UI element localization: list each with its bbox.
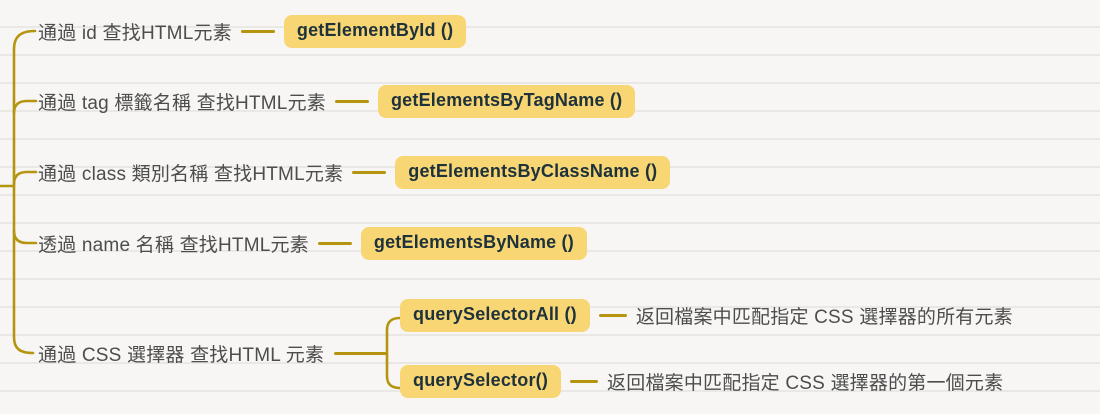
connector-line — [334, 351, 387, 355]
description-queryselector[interactable]: 返回檔案中匹配指定 CSS 選擇器的第一個元素 — [607, 373, 1004, 394]
branch-row-class: 通過 class 類別名稱 查找HTML元素 getElementsByClas… — [38, 153, 671, 191]
method-node-queryselectorall[interactable]: querySelectorAll () — [400, 299, 590, 332]
connector-line — [598, 314, 627, 317]
css-selector-children: querySelectorAll () 返回檔案中匹配指定 CSS 選擇器的所有… — [386, 299, 1013, 398]
branch-label-name[interactable]: 透過 name 名稱 查找HTML元素 — [38, 234, 309, 256]
connector-line — [352, 170, 387, 174]
branch-row-css-selector: 通過 CSS 選擇器 查找HTML 元素 — [38, 334, 387, 372]
branch-curve-3 — [12, 170, 38, 186]
sub-branch-queryselector: querySelector() 返回檔案中匹配指定 CSS 選擇器的第一個元素 — [400, 365, 1013, 398]
branch-row-id: 通過 id 查找HTML元素 getElementById () — [38, 12, 467, 50]
branch-label-css-selector[interactable]: 通過 CSS 選擇器 查找HTML 元素 — [38, 344, 325, 366]
branch-row-name: 透過 name 名稱 查找HTML元素 getElementsByName () — [38, 224, 587, 262]
method-node-getelementsbyclassname[interactable]: getElementsByClassName () — [395, 155, 671, 189]
branch-row-tag: 通過 tag 標籤名稱 查找HTML元素 getElementsByTagNam… — [38, 82, 636, 120]
branch-curve-4 — [12, 229, 38, 245]
method-node-getelementsbyname[interactable]: getElementsByName () — [360, 226, 587, 260]
method-node-getelementsbytagname[interactable]: getElementsByTagName () — [377, 84, 636, 118]
description-queryselectorall[interactable]: 返回檔案中匹配指定 CSS 選擇器的所有元素 — [635, 307, 1013, 328]
sub-branch-queryselectorall: querySelectorAll () 返回檔案中匹配指定 CSS 選擇器的所有… — [400, 299, 1013, 332]
connector-line — [317, 241, 352, 245]
branch-curve-2 — [12, 99, 38, 115]
branch-label-id[interactable]: 通過 id 查找HTML元素 — [38, 22, 232, 44]
branch-label-class[interactable]: 通過 class 類別名稱 查找HTML元素 — [38, 163, 344, 185]
trunk-line — [12, 29, 37, 355]
branch-label-tag[interactable]: 通過 tag 標籤名稱 查找HTML元素 — [38, 92, 326, 114]
connector-line — [240, 29, 275, 33]
method-node-getelementbyid[interactable]: getElementById () — [283, 14, 467, 48]
connector-line — [570, 380, 599, 383]
method-node-queryselector[interactable]: querySelector() — [400, 365, 562, 398]
connector-line — [334, 99, 369, 103]
